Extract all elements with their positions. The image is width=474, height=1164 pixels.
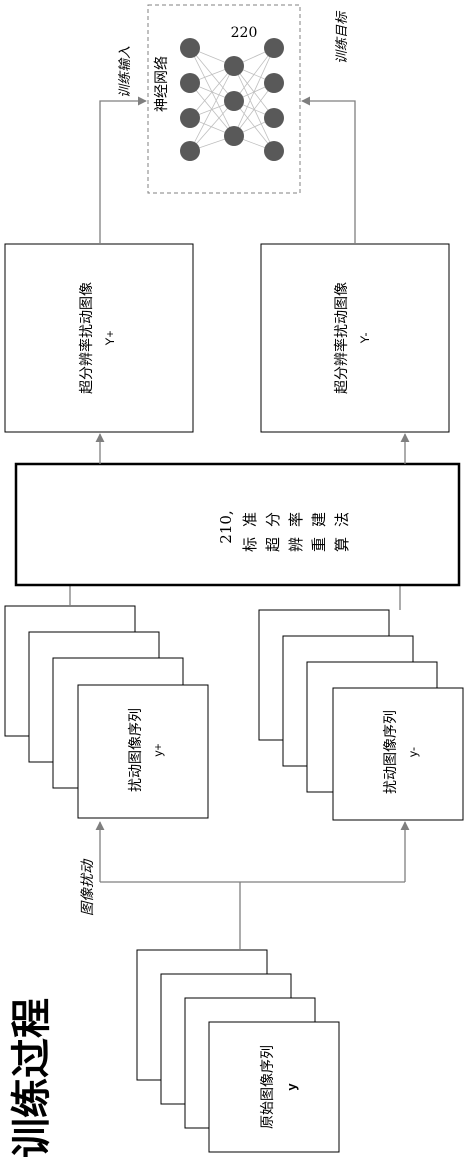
train-target-label: 训练目标 xyxy=(334,10,349,64)
network-node xyxy=(180,141,200,161)
plus-sequence-label: 扰动图像序列 xyxy=(127,708,143,792)
sr-plus-label: 超分辨率扰动图像 xyxy=(78,282,94,394)
network-node xyxy=(180,108,200,128)
network-connections xyxy=(189,47,275,152)
plus-frame-4 xyxy=(77,684,209,819)
minus-sequence-symbol: y- xyxy=(406,747,420,757)
network-node xyxy=(264,38,284,58)
diagram-title: 训练过程 xyxy=(10,998,54,1158)
minus-sequence-label: 扰动图像序列 xyxy=(382,710,398,794)
perturb-label: 图像扰动 xyxy=(79,858,95,916)
network-node xyxy=(180,38,200,58)
algorithm-char-4: 重建 xyxy=(310,502,328,552)
network-node xyxy=(224,91,244,111)
sr-plus-symbol: Y+ xyxy=(103,330,117,345)
neural-network-label: 神经网络 xyxy=(153,56,169,112)
original-sequence-symbol: y xyxy=(284,1083,299,1091)
original-sequence-label: 原始图像序列 xyxy=(259,1045,275,1129)
algorithm-char-2: 超分 xyxy=(264,502,282,552)
algorithm-to-output-arrows xyxy=(95,433,410,464)
algorithm-char-1: 标准 xyxy=(241,502,259,552)
algorithm-char-5: 算法 xyxy=(333,502,351,552)
original-frame-4 xyxy=(208,1021,340,1153)
sr-minus-symbol: Y- xyxy=(358,333,372,344)
minus-sequence-stack xyxy=(258,609,464,821)
neural-network-box xyxy=(147,4,301,194)
network-node xyxy=(264,108,284,128)
sr-plus-box xyxy=(4,243,194,433)
algorithm-char-3: 辨率 xyxy=(287,502,305,552)
network-node xyxy=(224,126,244,146)
plus-sequence-symbol: y+ xyxy=(151,743,165,756)
neural-network-number: 220 xyxy=(231,25,258,41)
network-node xyxy=(264,73,284,93)
minus-frame-4 xyxy=(332,687,464,821)
neural-network-graph xyxy=(180,38,284,161)
perturb-connector xyxy=(95,821,410,950)
network-node xyxy=(180,73,200,93)
algorithm-number: 210, xyxy=(217,510,235,543)
network-nodes xyxy=(180,38,284,161)
sr-minus-label: 超分辨率扰动图像 xyxy=(333,282,349,394)
algorithm-box xyxy=(14,462,461,587)
plus-sequence-stack xyxy=(4,605,209,819)
original-sequence-stack xyxy=(136,949,340,1153)
sequence-to-algorithm-connectors xyxy=(69,585,401,610)
train-input-label: 训练输入 xyxy=(117,46,132,98)
network-node xyxy=(224,56,244,76)
network-node xyxy=(264,141,284,161)
algorithm-label: 标准 超分 辨率 重建 算法 xyxy=(241,502,351,552)
training-connectors xyxy=(99,96,356,244)
sr-minus-box xyxy=(260,243,450,433)
